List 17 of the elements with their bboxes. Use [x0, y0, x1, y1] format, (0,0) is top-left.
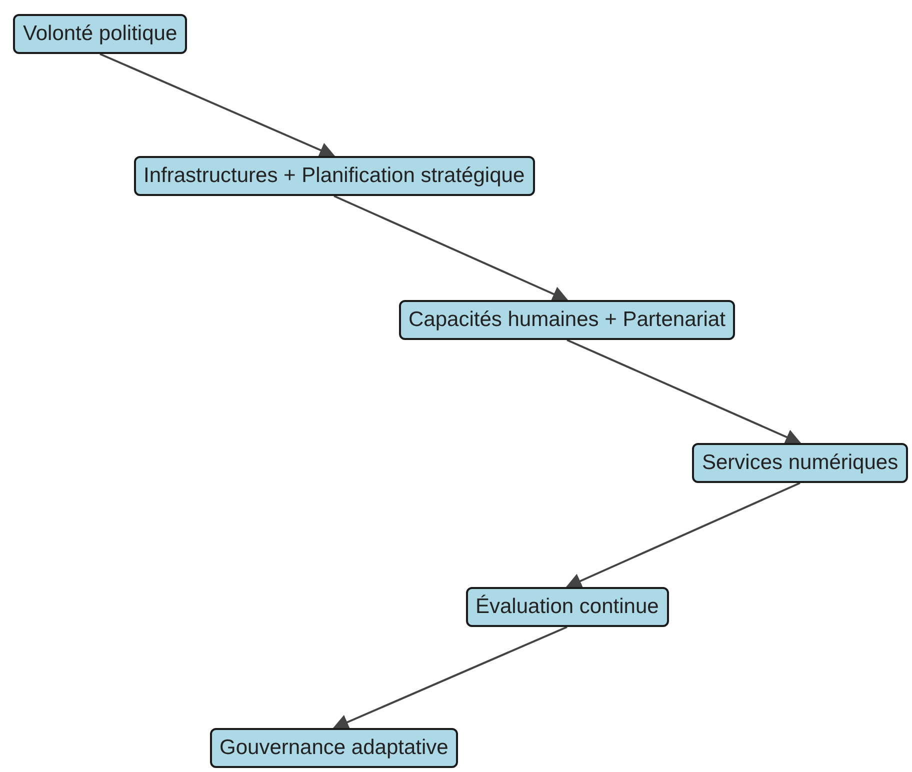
arrow: [332, 626, 568, 730]
process-box: [13, 14, 188, 54]
node-label: Volonté politique: [23, 22, 178, 45]
node-label: Gouvernance adaptative: [220, 736, 448, 759]
process-box: [210, 728, 458, 768]
node-label: Services numériques: [702, 451, 898, 474]
node-label: Capacités humaines + Partenariat: [408, 308, 726, 331]
arrow: [334, 195, 568, 302]
arrow: [566, 339, 802, 444]
node-label: Évaluation continue: [476, 595, 659, 618]
arrow: [100, 53, 336, 158]
node-label: Infrastructures + Planification stratégique: [144, 164, 525, 187]
process-box: [134, 156, 535, 196]
process-box: [466, 587, 669, 627]
process-box: [692, 443, 908, 483]
arrow: [566, 482, 800, 588]
process-box: [398, 300, 736, 340]
